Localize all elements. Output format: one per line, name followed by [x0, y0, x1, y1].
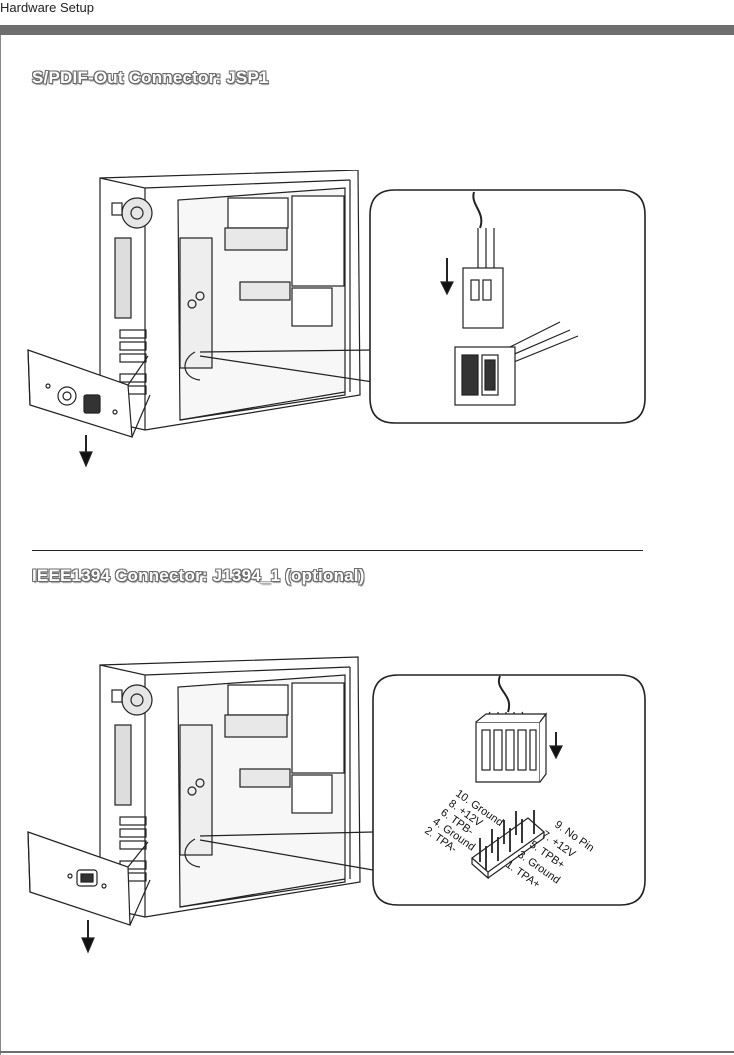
spdif-bracket-drawing [27, 349, 151, 438]
running-header: Hardware Setup [0, 0, 94, 15]
footer-rule [0, 1051, 734, 1053]
pc-case-drawing [99, 170, 361, 431]
ieee1394-illustration: 10. Ground 8. +12V 6. TPB- 4. Ground 2. … [27, 656, 646, 954]
header-bar [0, 25, 734, 35]
ieee1394-bracket-drawing [27, 831, 151, 926]
spdif-illustration [27, 170, 646, 468]
ieee1394-pin-header [471, 810, 545, 880]
section-title-spdif: S/PDIF-Out Connector: JSP1 [32, 68, 269, 87]
left-margin-rule [0, 35, 1, 1055]
section-divider [32, 550, 643, 551]
section-title-ieee1394: IEEE1394 Connector: J1394_1 (optional) [32, 566, 365, 585]
pc-case-drawing [99, 656, 361, 918]
